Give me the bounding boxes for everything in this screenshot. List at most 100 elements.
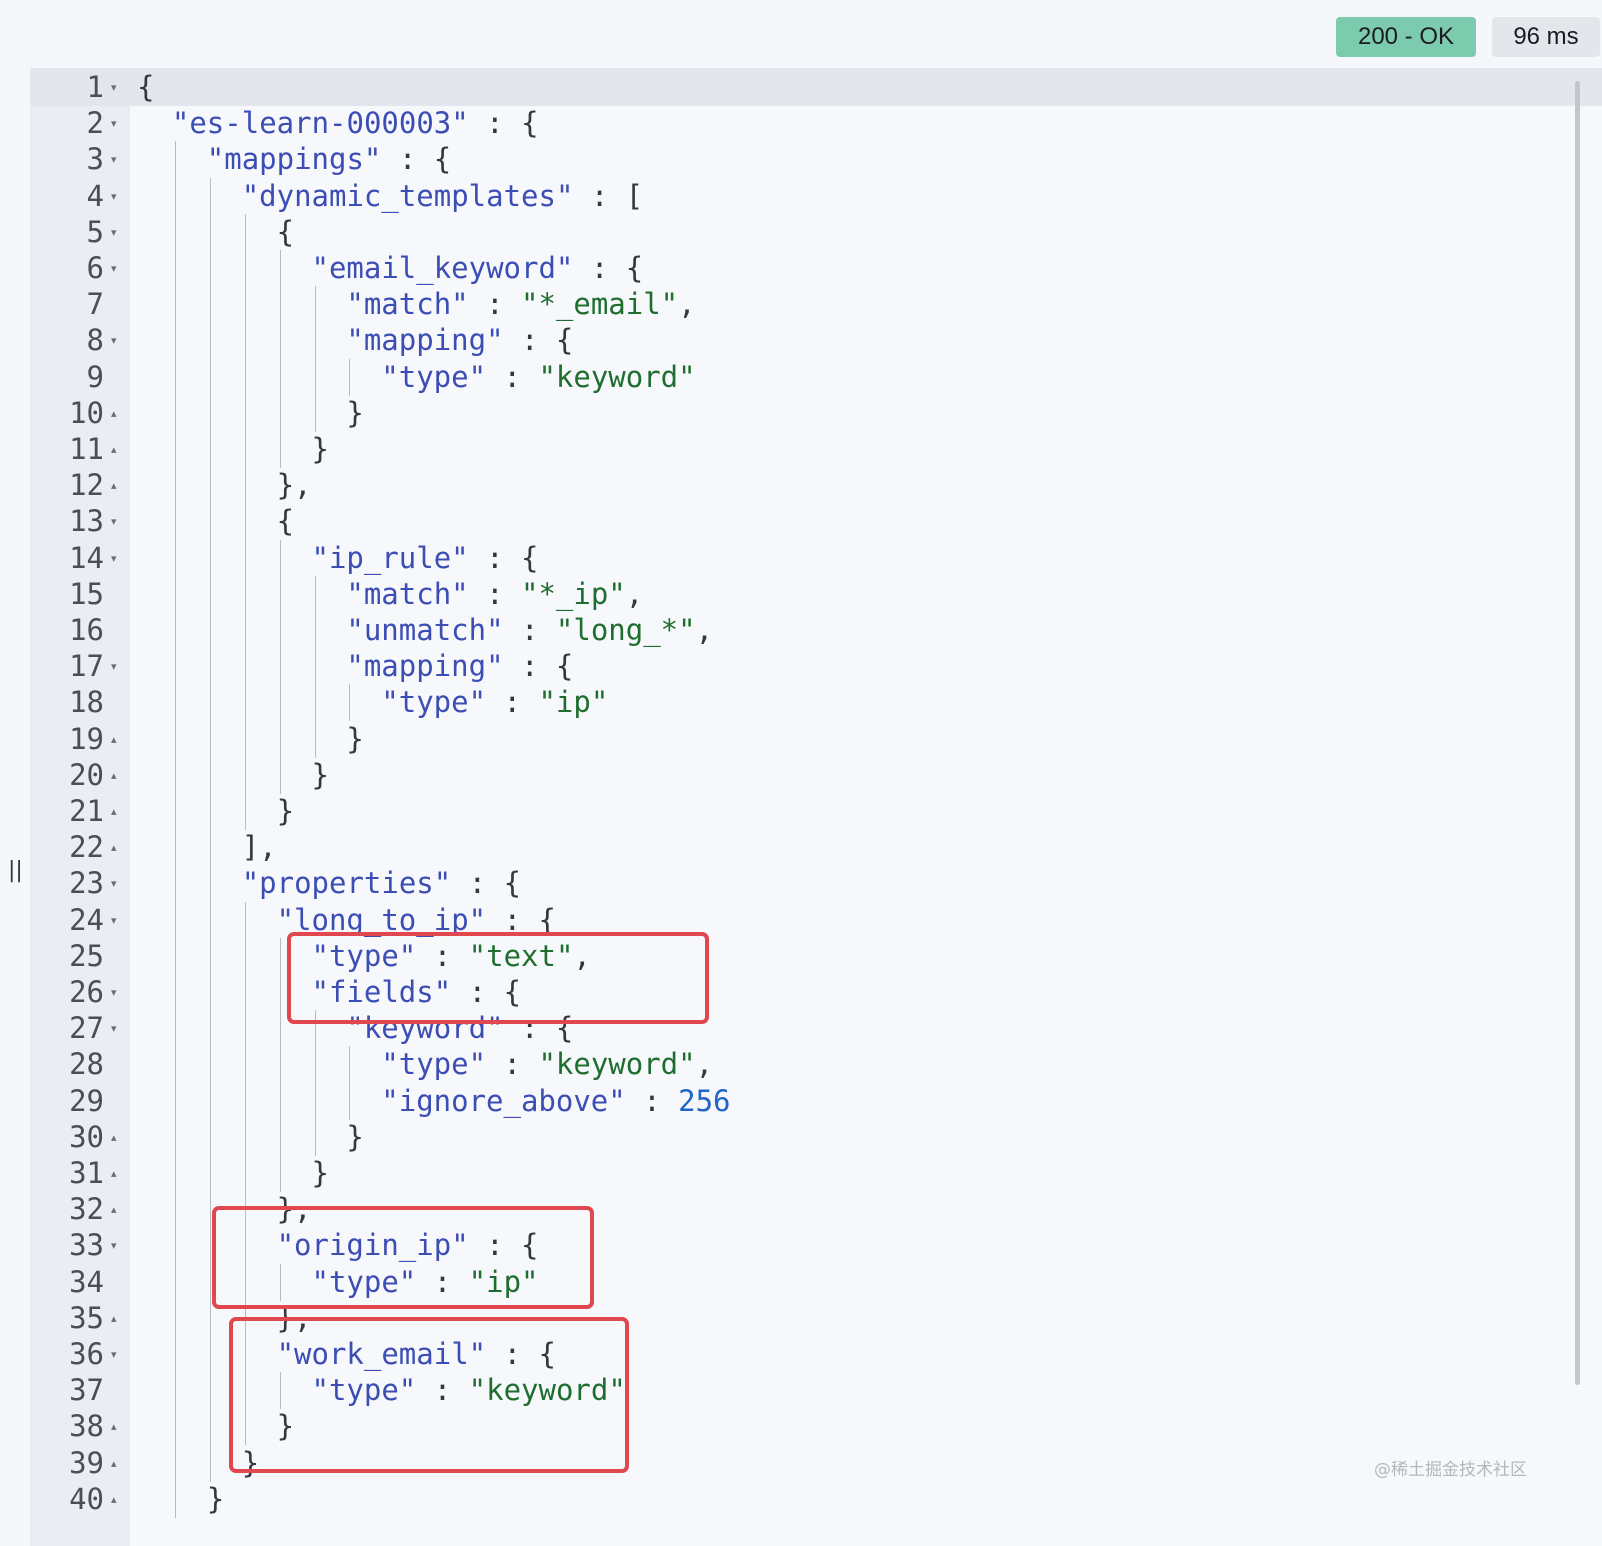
json-key: "long_to_ip" <box>276 902 487 937</box>
fold-expand-icon[interactable]: ▴ <box>111 443 117 456</box>
code-line: 36▾"work_email" : { <box>31 1336 1602 1373</box>
json-key: "match" <box>346 287 469 322</box>
indent-guide <box>209 1408 211 1446</box>
indent-guide <box>209 1372 211 1410</box>
response-time-badge: 96 ms <box>1492 17 1600 57</box>
indent-guide <box>244 358 246 396</box>
fold-expand-icon[interactable]: ▴ <box>111 406 117 420</box>
indent-guide <box>174 1010 176 1048</box>
code-line: 40▴} <box>31 1480 1602 1518</box>
json-string: "text" <box>468 938 574 973</box>
fold-expand-icon[interactable]: ▴ <box>111 1492 117 1506</box>
line-number: 14 <box>69 540 104 575</box>
code-text: "fields" : { <box>312 974 522 1011</box>
indent-guide <box>209 829 211 867</box>
indent-guide <box>244 1408 246 1446</box>
line-number: 18 <box>69 685 104 720</box>
indent-guide <box>174 865 176 903</box>
indent-guide <box>209 974 211 1011</box>
indent-guide <box>209 684 211 722</box>
line-number: 35 <box>69 1300 104 1335</box>
drag-handle-icon[interactable]: || <box>8 858 23 883</box>
fold-collapse-icon[interactable]: ▾ <box>111 660 117 674</box>
indent-guide <box>209 250 211 287</box>
indent-guide <box>174 503 176 541</box>
indent-guide <box>244 1227 246 1265</box>
fold-expand-icon[interactable]: ▴ <box>111 841 117 855</box>
fold-collapse-icon[interactable]: ▾ <box>111 262 117 275</box>
json-punctuation: } <box>311 1156 329 1190</box>
code-line: 34"type" : "ip" <box>31 1263 1602 1301</box>
json-punctuation: } <box>276 794 295 828</box>
indent-guide <box>279 684 281 722</box>
indent-guide <box>279 1010 281 1048</box>
code-text: "mappings" : { <box>207 141 451 178</box>
indent-guide <box>349 358 351 396</box>
fold-expand-icon[interactable]: ▴ <box>111 1203 117 1217</box>
fold-collapse-icon[interactable]: ▾ <box>111 986 117 999</box>
fold-collapse-icon[interactable]: ▾ <box>111 117 117 131</box>
panel-resizer[interactable]: || <box>0 68 31 1546</box>
fold-expand-icon[interactable]: ▴ <box>111 1420 117 1434</box>
fold-collapse-icon[interactable]: ▾ <box>111 913 117 927</box>
fold-collapse-icon[interactable]: ▾ <box>111 1022 117 1036</box>
indent-guide <box>244 394 246 432</box>
line-number: 9 <box>86 359 104 394</box>
line-number: 15 <box>69 576 104 611</box>
fold-expand-icon[interactable]: ▴ <box>111 1456 117 1470</box>
response-editor[interactable]: 1▾{2▾"es-learn-000003" : {3▾"mappings" :… <box>31 69 1602 1546</box>
indent-guide <box>279 612 281 649</box>
fold-collapse-icon[interactable]: ▾ <box>111 81 117 94</box>
indent-guide <box>209 1118 211 1156</box>
fold-expand-icon[interactable]: ▴ <box>111 805 117 818</box>
fold-collapse-icon[interactable]: ▾ <box>111 153 117 167</box>
json-punctuation: : { <box>381 142 452 177</box>
fold-collapse-icon[interactable]: ▾ <box>111 334 117 348</box>
json-punctuation: } <box>206 1481 225 1516</box>
code-text: { <box>277 503 294 540</box>
vertical-scrollbar[interactable] <box>1575 81 1580 1385</box>
fold-collapse-icon[interactable]: ▾ <box>111 189 117 203</box>
code-text: "origin_ip" : { <box>277 1227 539 1264</box>
line-number: 21 <box>69 794 104 828</box>
fold-collapse-icon[interactable]: ▾ <box>111 225 117 239</box>
code-text: } <box>346 721 363 758</box>
fold-collapse-icon[interactable]: ▾ <box>111 877 117 891</box>
code-text: } <box>277 1408 294 1445</box>
indent-guide <box>174 322 176 360</box>
code-text: "es-learn-000003" : { <box>172 105 539 142</box>
fold-expand-icon[interactable]: ▴ <box>111 1167 117 1180</box>
indent-guide <box>244 901 246 939</box>
json-punctuation: : [ <box>573 178 644 213</box>
indent-guide <box>314 358 316 396</box>
fold-expand-icon[interactable]: ▴ <box>111 1130 117 1144</box>
code-line: 38▴} <box>31 1408 1602 1446</box>
json-key: "es-learn-000003" <box>171 106 469 141</box>
indent-guide <box>174 1046 176 1084</box>
indent-guide <box>314 648 316 686</box>
indent-guide <box>174 974 176 1011</box>
indent-guide <box>244 648 246 686</box>
code-text: "type" : "ip" <box>381 684 608 721</box>
indent-guide <box>174 286 176 324</box>
json-key: "type" <box>381 1047 487 1082</box>
fold-collapse-icon[interactable]: ▾ <box>111 515 117 529</box>
fold-collapse-icon[interactable]: ▾ <box>111 1239 117 1253</box>
fold-expand-icon[interactable]: ▴ <box>111 768 117 782</box>
fold-collapse-icon[interactable]: ▾ <box>111 1348 117 1361</box>
indent-guide <box>209 322 211 360</box>
code-line: 2▾"es-learn-000003" : { <box>31 105 1602 142</box>
code-text: ], <box>242 829 277 866</box>
code-line: 25"type" : "text", <box>31 937 1602 975</box>
indent-guide <box>174 1082 176 1120</box>
fold-expand-icon[interactable]: ▴ <box>111 1311 117 1325</box>
code-line: 4▾"dynamic_templates" : [ <box>31 177 1602 215</box>
indent-guide <box>314 720 316 758</box>
json-key: "dynamic_templates" <box>241 178 574 213</box>
code-text: } <box>312 1155 329 1192</box>
line-number: 25 <box>69 938 104 973</box>
fold-collapse-icon[interactable]: ▾ <box>111 551 117 565</box>
code-text: "long_to_ip" : { <box>277 902 556 939</box>
fold-expand-icon[interactable]: ▴ <box>111 732 117 746</box>
fold-expand-icon[interactable]: ▴ <box>111 479 117 493</box>
